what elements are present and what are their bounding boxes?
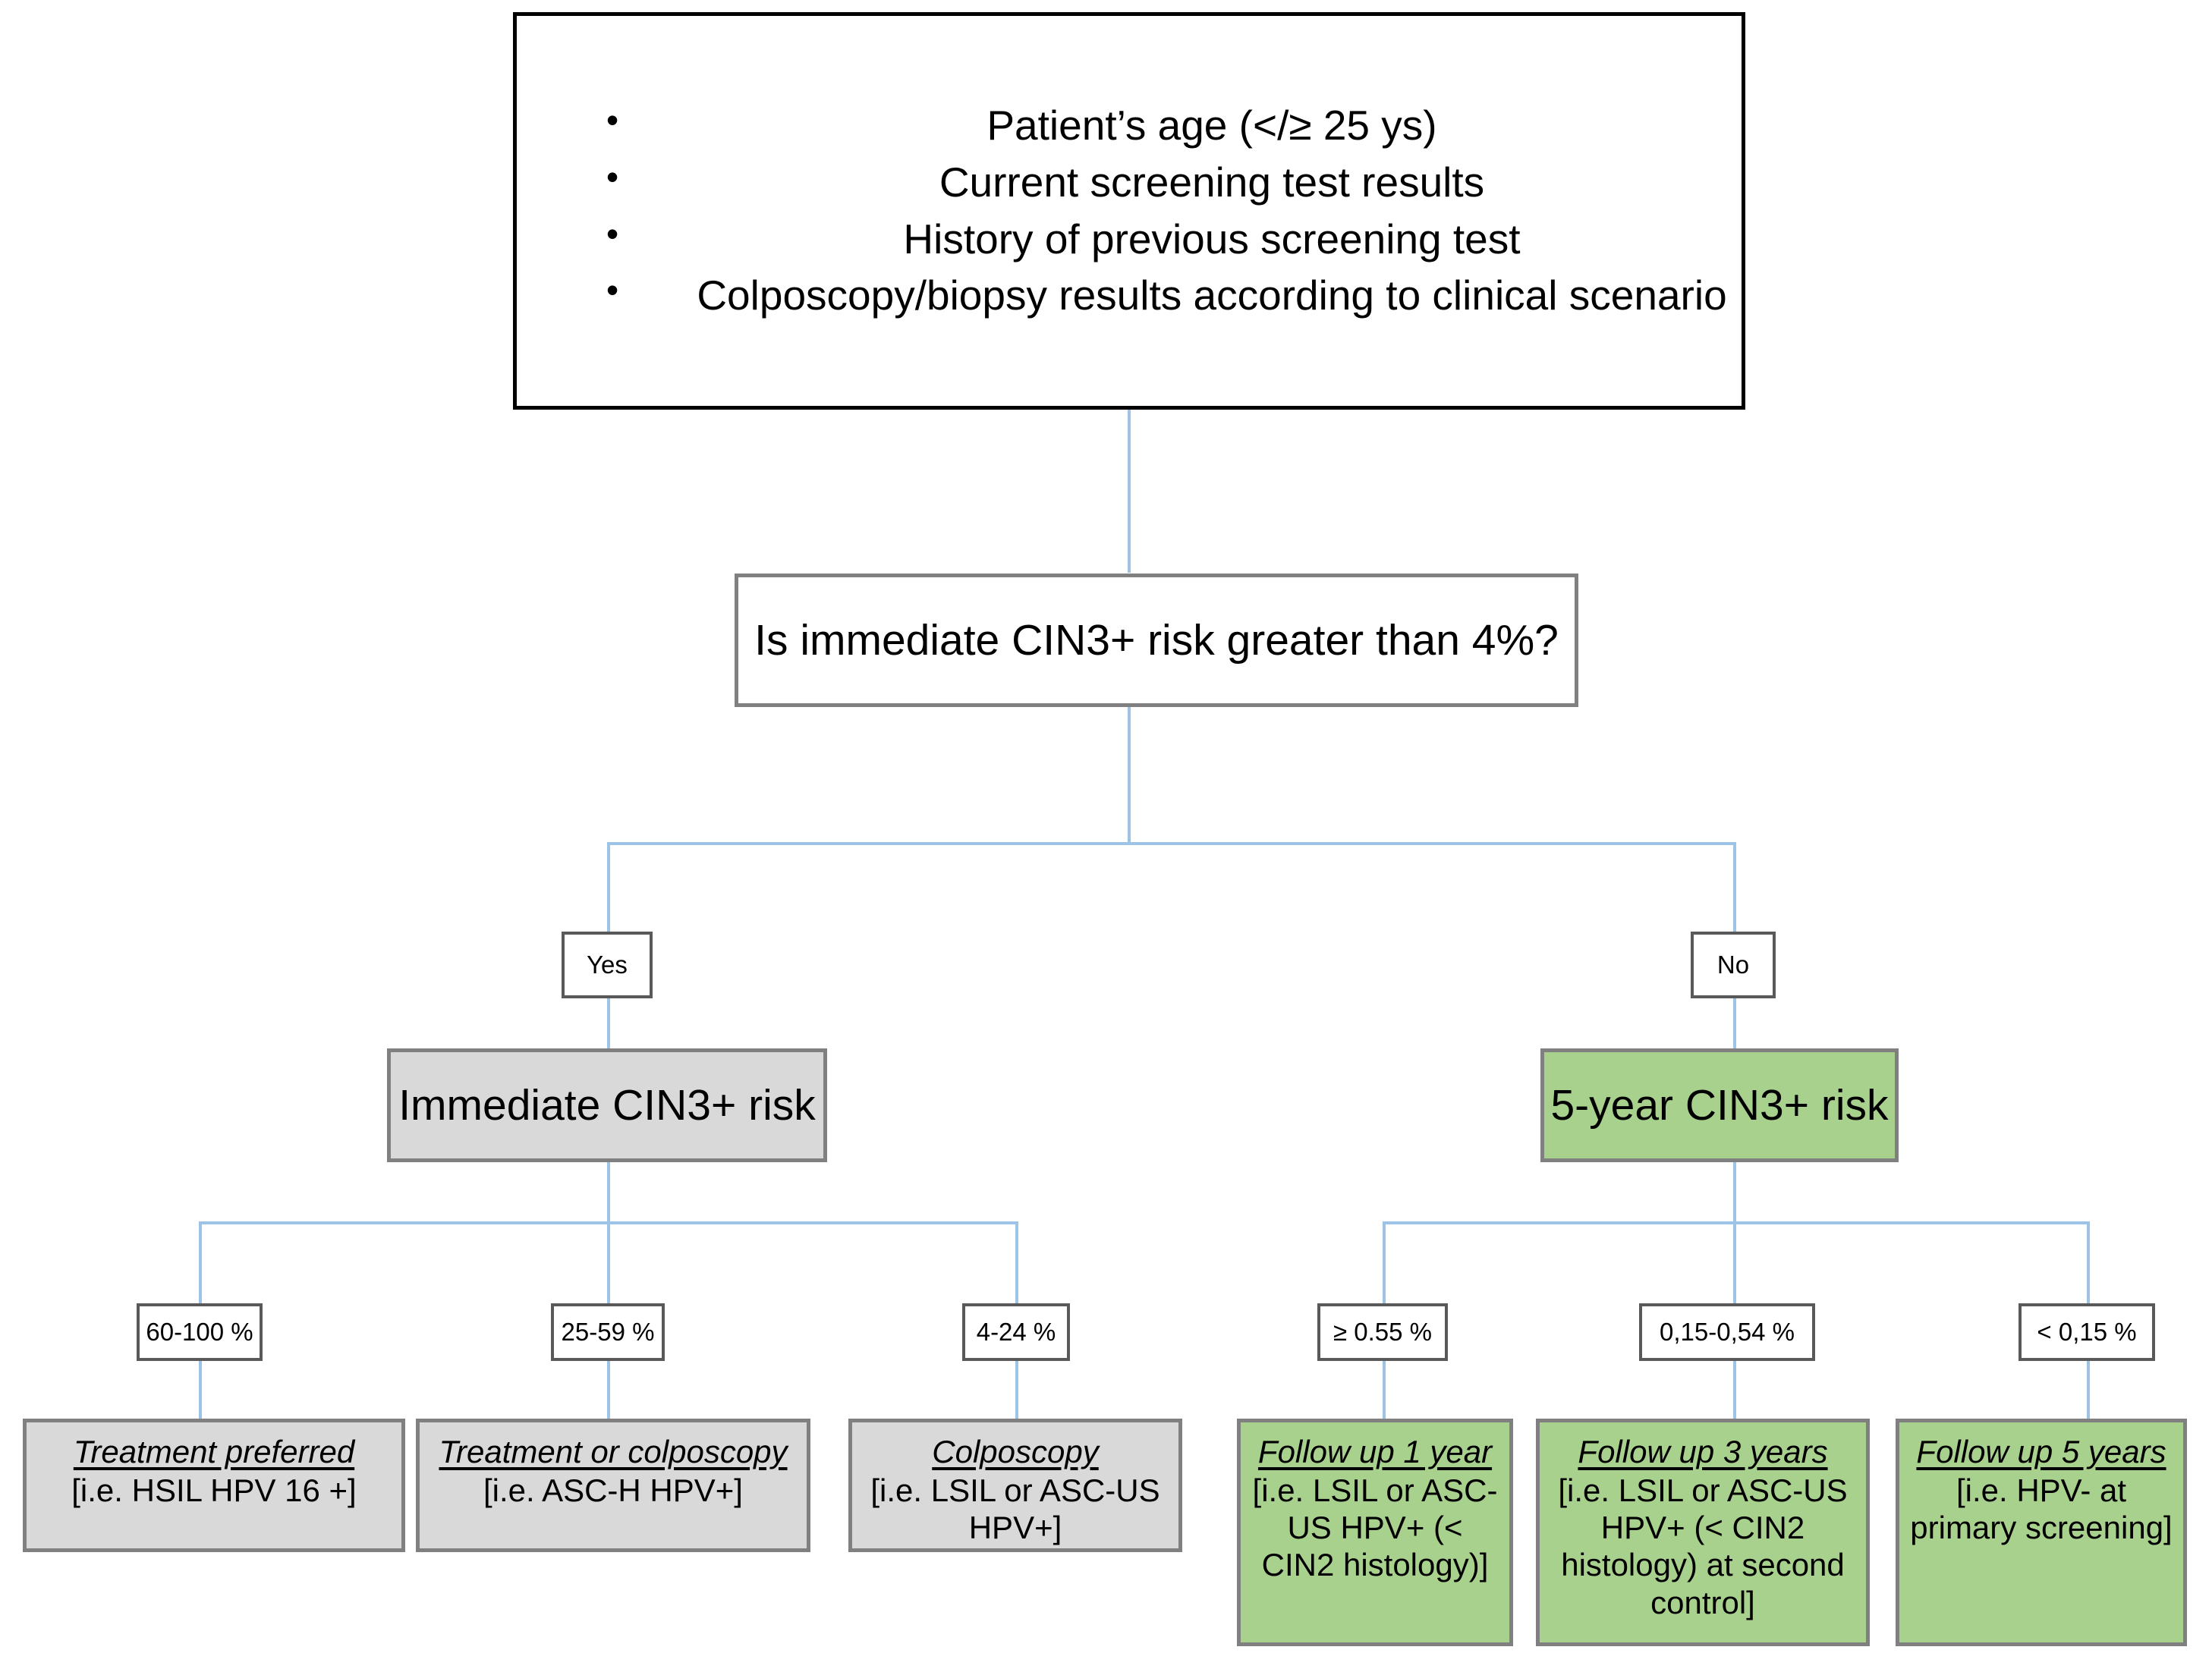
- criteria-item-age: Patient’s age (</≥ 25 ys): [606, 101, 1742, 149]
- branch-label-no: No: [1691, 932, 1776, 998]
- range-tag-fiveyear-3: < 0,15 %: [2018, 1303, 2155, 1361]
- range-tag-immediate-1: 60-100 %: [137, 1303, 263, 1361]
- branch-label-yes-text: Yes: [587, 950, 628, 979]
- result-box-follow-up-5-years: Follow up 5 years [i.e. HPV- at primary …: [1896, 1419, 2187, 1646]
- result-detail-follow-up-3-years: [i.e. LSIL or ASC-US HPV+ (< CIN2 histol…: [1558, 1472, 1848, 1620]
- result-box-follow-up-1-year: Follow up 1 year [i.e. LSIL or ASC-US HP…: [1237, 1419, 1513, 1646]
- branch-label-no-text: No: [1716, 950, 1750, 979]
- connector-fiveyear-branch-3: [2087, 1221, 2090, 1305]
- connector-fiveyear-branch-2: [1733, 1221, 1736, 1305]
- branch-label-yes: Yes: [562, 932, 653, 998]
- connector-decision-bus: [607, 842, 1736, 845]
- range-tag-fiveyear-1-text: ≥ 0.55 %: [1333, 1317, 1433, 1346]
- range-tag-immediate-3: 4-24 %: [962, 1303, 1070, 1361]
- connector-tag-to-result-5: [1733, 1358, 1736, 1422]
- result-detail-follow-up-1-year: [i.e. LSIL or ASC-US HPV+ (< CIN2 histol…: [1252, 1472, 1498, 1583]
- connector-no-to-fiveyear: [1733, 982, 1736, 1051]
- decision-question: Is immediate CIN3+ risk greater than 4%?: [754, 616, 1559, 665]
- criteria-item-history: History of previous screening test: [606, 215, 1742, 263]
- result-box-treatment-or-colposcopy: Treatment or colposcopy [i.e. ASC-H HPV+…: [416, 1419, 810, 1552]
- decision-box: Is immediate CIN3+ risk greater than 4%?: [735, 574, 1578, 707]
- immediate-risk-header: Immediate CIN3+ risk: [387, 1048, 827, 1162]
- connector-criteria-to-decision: [1128, 406, 1131, 573]
- range-tag-fiveyear-2: 0,15-0,54 %: [1639, 1303, 1815, 1361]
- range-tag-fiveyear-1: ≥ 0.55 %: [1317, 1303, 1448, 1361]
- connector-decision-to-yes: [607, 842, 610, 933]
- criteria-list: Patient’s age (</≥ 25 ys) Current screen…: [517, 93, 1742, 328]
- range-tag-fiveyear-3-text: < 0,15 %: [2037, 1317, 2137, 1346]
- connector-tag-to-result-6: [2087, 1358, 2090, 1422]
- result-title-treatment-preferred: Treatment preferred: [73, 1434, 355, 1469]
- criteria-box: Patient’s age (</≥ 25 ys) Current screen…: [513, 12, 1745, 410]
- connector-immediate-branch-1: [199, 1221, 202, 1305]
- connector-yes-to-immediate: [607, 982, 610, 1051]
- connector-tag-to-result-1: [199, 1358, 202, 1422]
- connector-fiveyear-down: [1733, 1161, 1736, 1223]
- range-tag-immediate-1-text: 60-100 %: [146, 1317, 253, 1346]
- connector-immediate-down: [607, 1161, 610, 1223]
- fiveyear-risk-header: 5-year CIN3+ risk: [1540, 1048, 1899, 1162]
- result-title-follow-up-5-years: Follow up 5 years: [1916, 1434, 2166, 1469]
- immediate-risk-header-text: Immediate CIN3+ risk: [398, 1081, 816, 1130]
- connector-tag-to-result-4: [1383, 1358, 1386, 1422]
- connector-fiveyear-branch-1: [1383, 1221, 1386, 1305]
- range-tag-fiveyear-2-text: 0,15-0,54 %: [1660, 1317, 1795, 1346]
- connector-tag-to-result-2: [607, 1358, 610, 1422]
- connector-immediate-branch-3: [1015, 1221, 1018, 1305]
- result-box-colposcopy: Colposcopy [i.e. LSIL or ASC-US HPV+]: [848, 1419, 1182, 1552]
- range-tag-immediate-2: 25-59 %: [551, 1303, 665, 1361]
- criteria-item-colposcopy: Colposcopy/biopsy results according to c…: [606, 271, 1742, 319]
- connector-tag-to-result-3: [1015, 1358, 1018, 1422]
- criteria-item-current: Current screening test results: [606, 158, 1742, 206]
- result-title-follow-up-3-years: Follow up 3 years: [1578, 1434, 1828, 1469]
- connector-immediate-branch-2: [607, 1221, 610, 1305]
- connector-decision-to-no: [1733, 842, 1736, 933]
- result-title-colposcopy: Colposcopy: [932, 1434, 1099, 1469]
- result-detail-treatment-or-colposcopy: [i.e. ASC-H HPV+]: [483, 1472, 743, 1509]
- result-detail-colposcopy: [i.e. LSIL or ASC-US HPV+]: [870, 1472, 1160, 1546]
- result-box-treatment-preferred: Treatment preferred [i.e. HSIL HPV 16 +]: [23, 1419, 405, 1552]
- result-detail-follow-up-5-years: [i.e. HPV- at primary screening]: [1910, 1472, 2173, 1546]
- result-detail-treatment-preferred: [i.e. HSIL HPV 16 +]: [71, 1472, 357, 1509]
- result-title-treatment-or-colposcopy: Treatment or colposcopy: [439, 1434, 788, 1469]
- range-tag-immediate-2-text: 25-59 %: [561, 1317, 655, 1346]
- connector-decision-down: [1128, 706, 1131, 844]
- fiveyear-risk-header-text: 5-year CIN3+ risk: [1550, 1081, 1889, 1130]
- result-box-follow-up-3-years: Follow up 3 years [i.e. LSIL or ASC-US H…: [1536, 1419, 1870, 1646]
- range-tag-immediate-3-text: 4-24 %: [976, 1317, 1056, 1346]
- result-title-follow-up-1-year: Follow up 1 year: [1257, 1434, 1493, 1469]
